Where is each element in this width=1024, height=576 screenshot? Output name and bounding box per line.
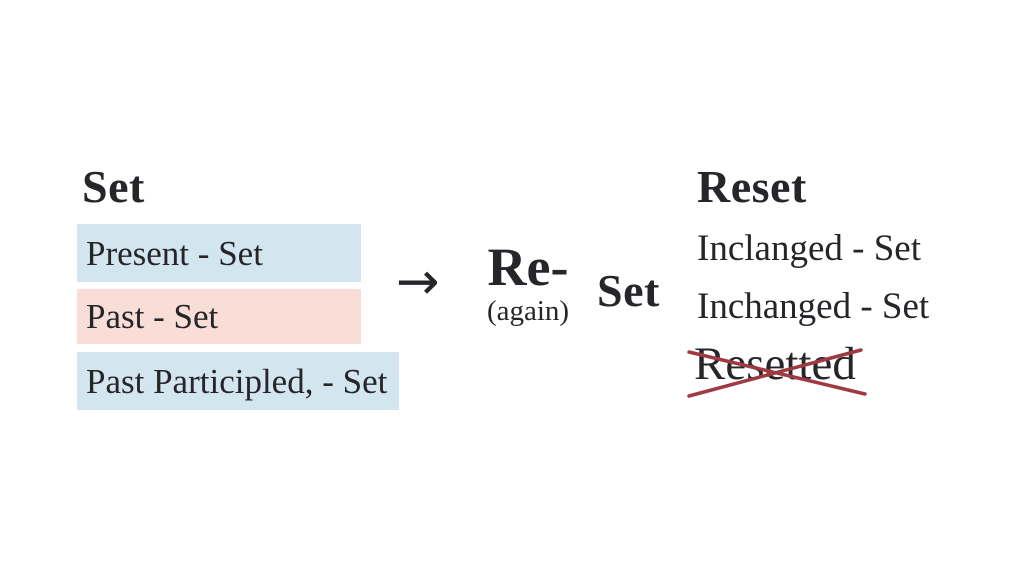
prefix-re-label: Re-: [487, 237, 569, 297]
crossed-out-word-label: Resetted: [694, 338, 856, 390]
verb-form-row-past: Past - Set: [77, 289, 361, 344]
left-column-title: Set: [82, 161, 145, 212]
base-word-label: Set: [597, 265, 660, 316]
reset-note-row-1: Inclanged - Set: [697, 228, 921, 269]
prefix-again-note: (again): [486, 295, 570, 327]
verb-form-row-present: Present - Set: [77, 224, 361, 282]
arrow-right-icon: →: [396, 252, 440, 312]
right-column-title: Reset: [697, 161, 807, 212]
verb-form-row-past-participle: Past Participled, - Set: [77, 352, 399, 410]
crossed-out-word: Resetted: [687, 338, 867, 398]
reset-note-row-2: Inchanged - Set: [697, 286, 930, 327]
prefix-block: Re- (again): [478, 240, 578, 326]
